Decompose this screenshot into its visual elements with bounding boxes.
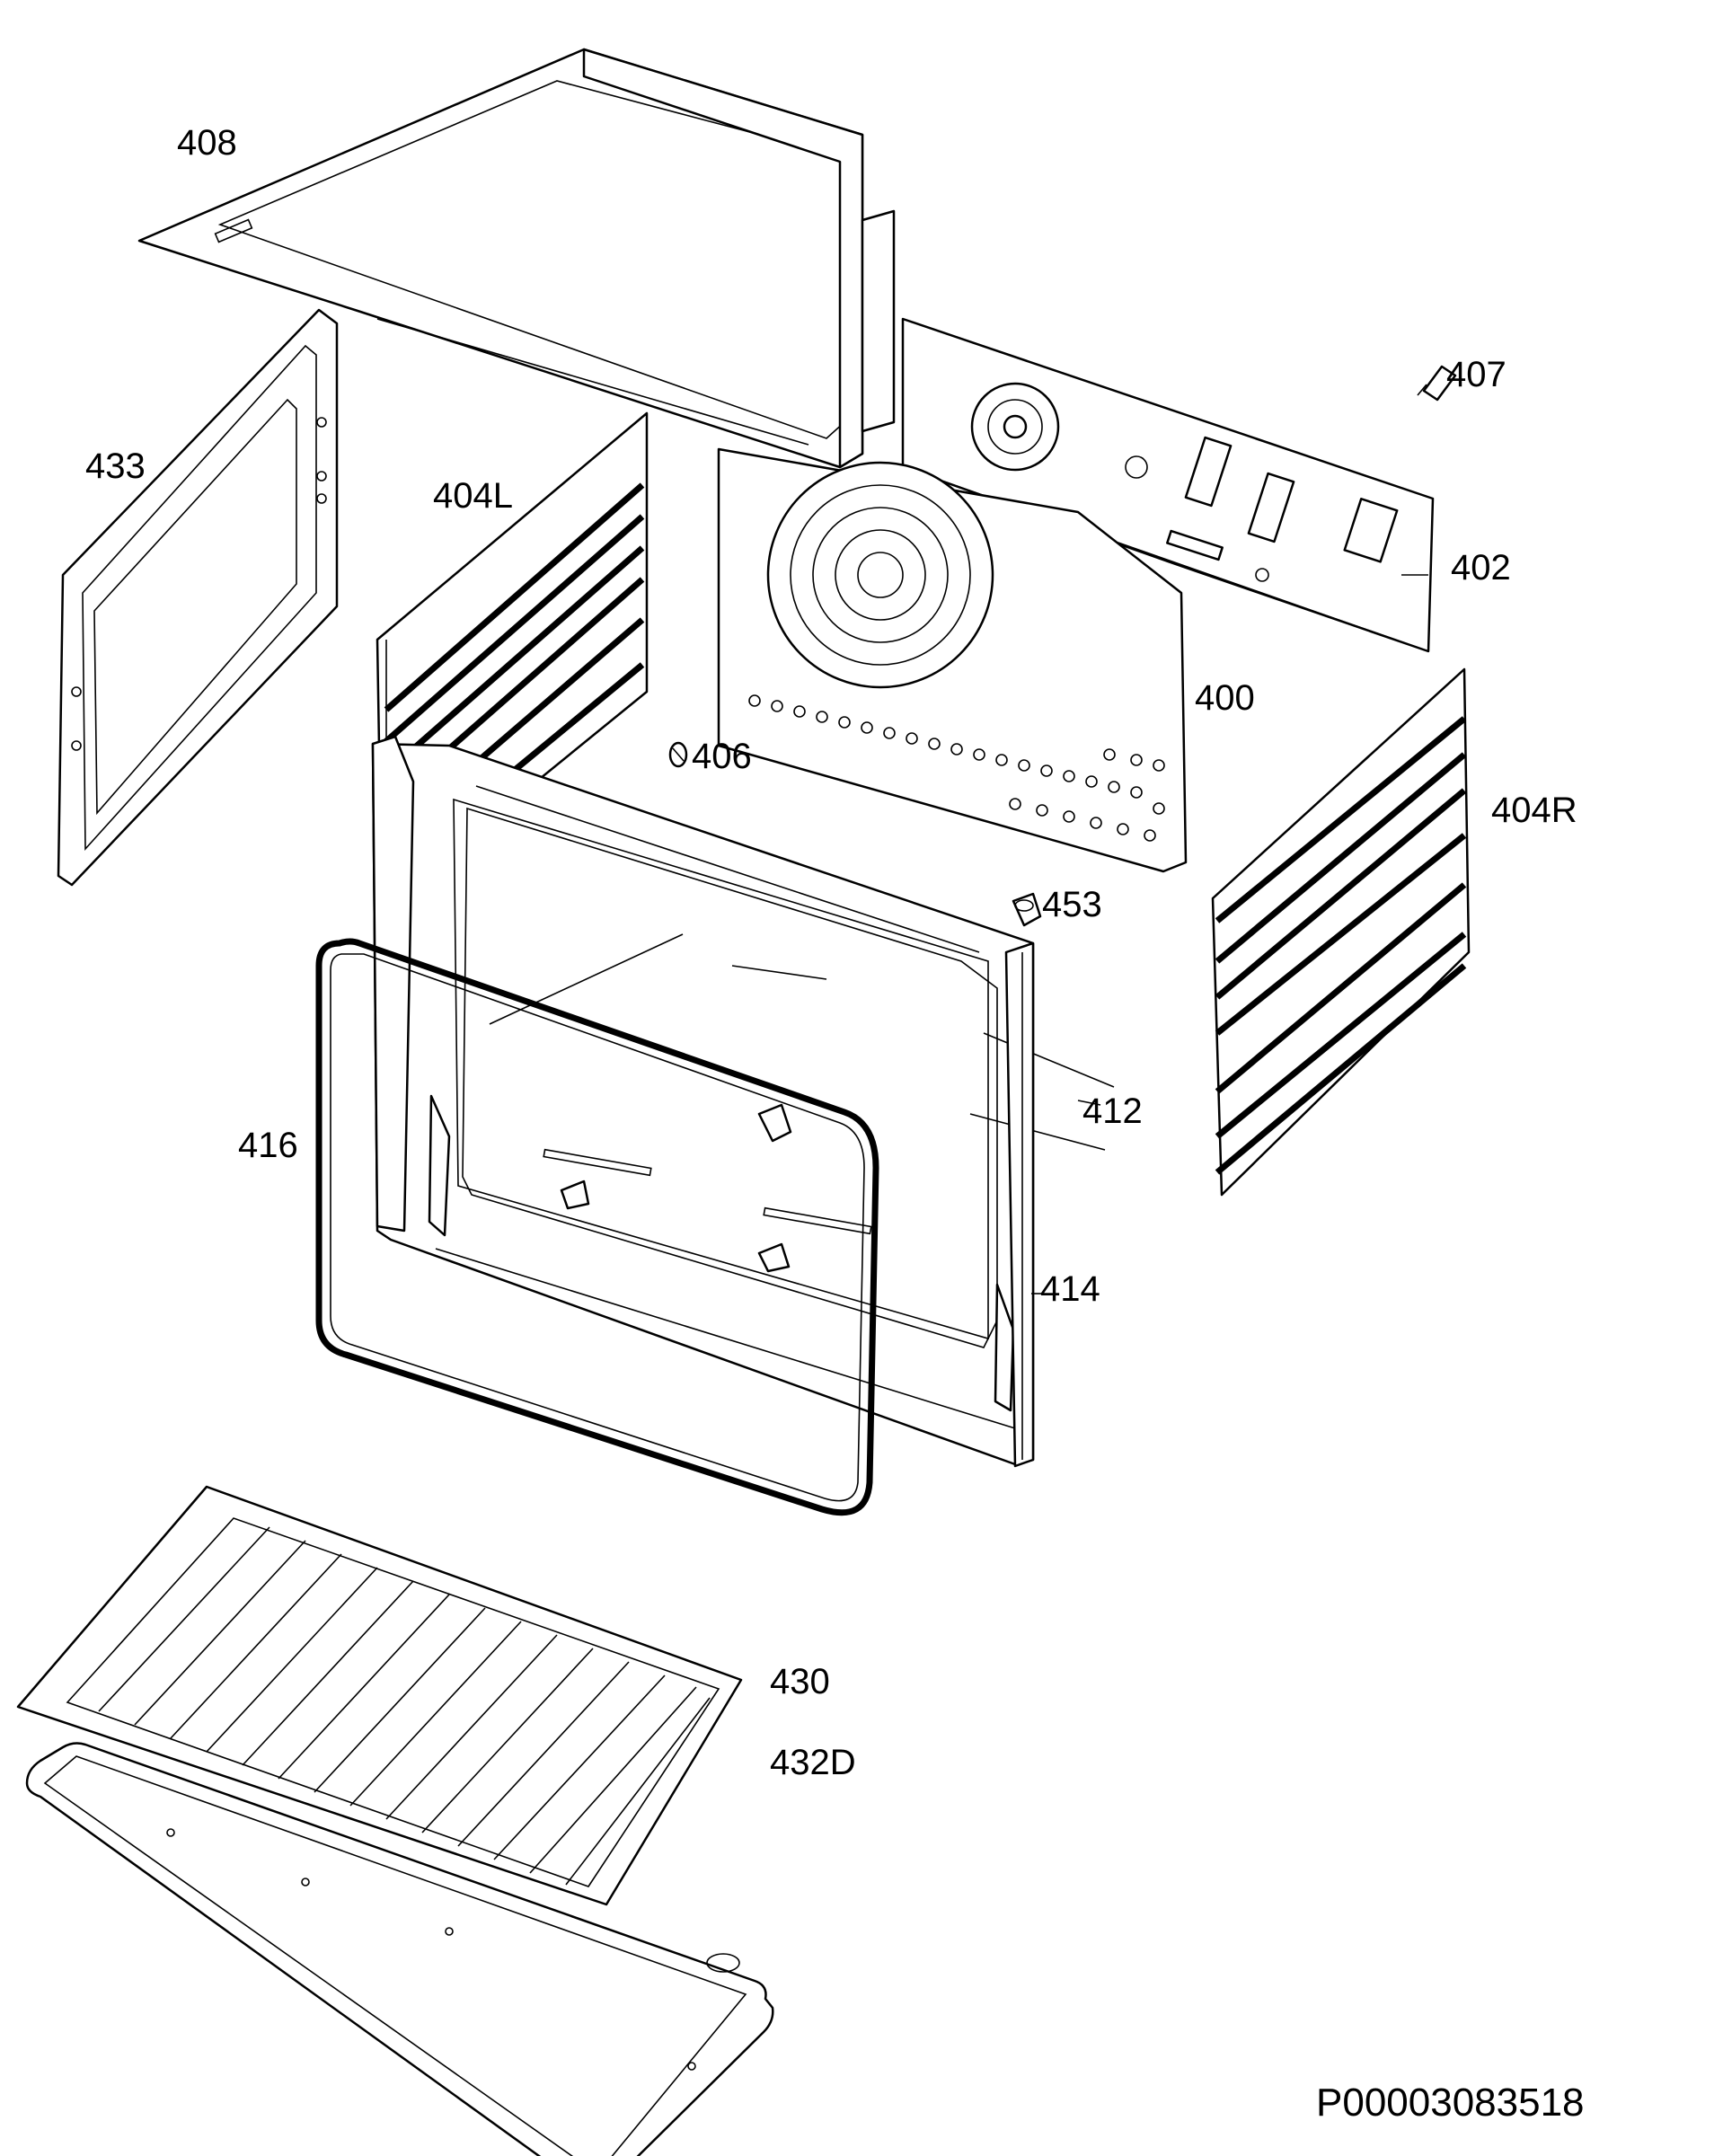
label-407: 407 <box>1446 355 1507 394</box>
label-406: 406 <box>692 737 752 776</box>
label-404R: 404R <box>1491 791 1577 830</box>
label-412: 412 <box>1082 1091 1143 1131</box>
wire-shelf-rods <box>98 1526 711 1886</box>
part-400-fan-cover-back-wall <box>717 447 1188 873</box>
label-408: 408 <box>177 123 237 163</box>
part-453-lamp-cover <box>1012 892 1042 927</box>
label-432D: 432D <box>770 1743 856 1782</box>
label-433: 433 <box>85 446 146 486</box>
part-407-clip <box>1417 365 1457 402</box>
leader-lines <box>1031 574 1428 1294</box>
part-404R-right-shelf-runner <box>1211 667 1471 1197</box>
part-432D-baking-tray <box>25 1742 774 2156</box>
part-406-screw <box>668 741 688 768</box>
label-402: 402 <box>1451 548 1511 588</box>
label-430: 430 <box>770 1662 830 1701</box>
part-416-door-gasket <box>315 938 879 1516</box>
label-414: 414 <box>1040 1269 1100 1309</box>
part-412-oven-cavity <box>371 735 1115 1466</box>
label-400: 400 <box>1195 678 1255 718</box>
part-408-top-cover <box>137 48 896 469</box>
label-404L: 404L <box>433 476 513 516</box>
label-416: 416 <box>238 1126 298 1165</box>
part-433-door-glass <box>57 308 339 887</box>
label-453: 453 <box>1042 885 1102 924</box>
part-430-wire-shelf <box>16 1485 743 1906</box>
diagram-code: P00003083518 <box>1316 2081 1585 2125</box>
part-414-front-frame <box>435 941 1035 1468</box>
fan-cover-vent-holes <box>748 694 1165 842</box>
